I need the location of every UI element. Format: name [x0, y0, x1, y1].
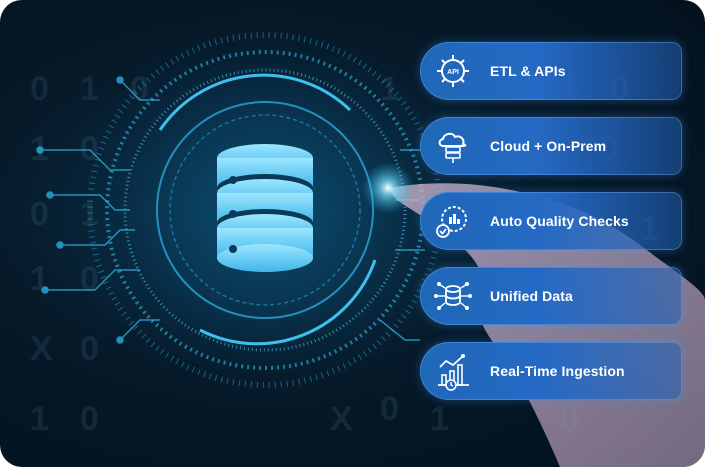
feature-card-real-time-ingestion: Real-Time Ingestion [420, 342, 682, 400]
feature-label: Unified Data [490, 288, 573, 304]
feature-label: Real-Time Ingestion [490, 363, 625, 379]
database-icon [217, 144, 313, 272]
feature-label: Auto Quality Checks [490, 213, 629, 229]
svg-text:1: 1 [30, 400, 49, 438]
realtime-chart-icon [430, 348, 476, 394]
feature-label: Cloud + On-Prem [490, 138, 607, 154]
svg-text:0: 0 [80, 400, 99, 438]
svg-text:0: 0 [380, 390, 399, 428]
feature-label: ETL & APIs [490, 63, 566, 79]
svg-text:0: 0 [30, 195, 49, 233]
svg-text:0: 0 [30, 70, 49, 108]
feature-card-etl-apis: API ETL & APIs [420, 42, 682, 100]
feature-card-cloud-on-prem: Cloud + On-Prem [420, 117, 682, 175]
api-gear-icon: API [430, 48, 476, 94]
feature-card-auto-quality-checks: Auto Quality Checks [420, 192, 682, 250]
svg-text:X: X [30, 330, 53, 368]
quality-gauge-icon [430, 198, 476, 244]
svg-text:X: X [330, 400, 353, 438]
feature-card-unified-data: Unified Data [420, 267, 682, 325]
api-icon-text: API [447, 69, 459, 76]
feature-list: API ETL & APIs Cloud + On-Prem [420, 42, 682, 417]
svg-text:1: 1 [430, 400, 449, 438]
cloud-server-icon [430, 123, 476, 169]
svg-text:0: 0 [80, 330, 99, 368]
database-network-icon [430, 273, 476, 319]
